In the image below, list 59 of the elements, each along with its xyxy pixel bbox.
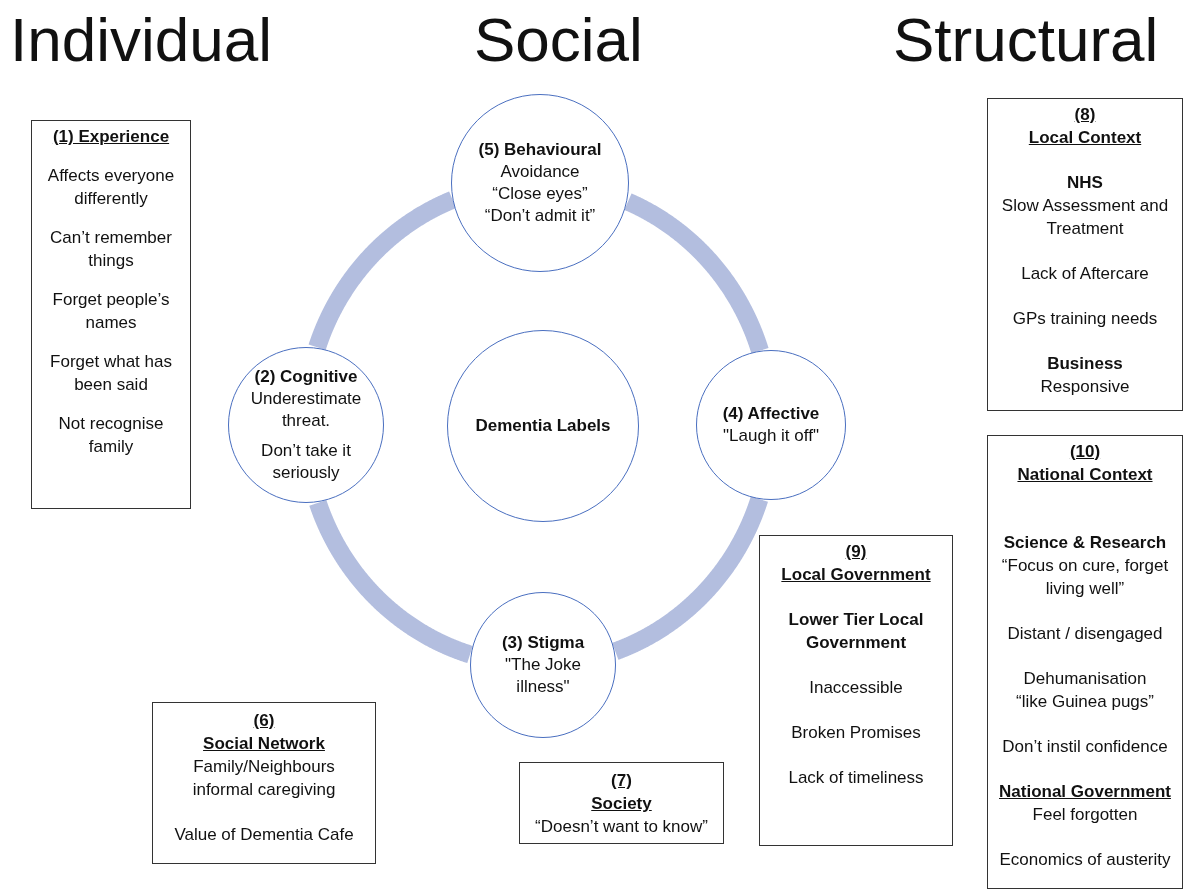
item-text: Don’t instil confidence xyxy=(1002,736,1168,758)
item-text: GPs training needs xyxy=(1012,308,1158,330)
item-text: Dementia Labels xyxy=(475,415,611,437)
text-box xyxy=(152,702,376,864)
item-text: Science & Research xyxy=(1003,532,1167,554)
column-heading: Social xyxy=(474,5,643,75)
heading: Local Government xyxy=(781,564,931,586)
item-text: Value of Dementia Cafe xyxy=(174,824,354,846)
text-box xyxy=(987,98,1183,411)
column-heading: Structural xyxy=(893,5,1159,75)
item-text: Avoidance xyxy=(500,161,580,183)
item-text: "Laugh it off" xyxy=(723,425,819,447)
item-text: Forget people’s names xyxy=(51,289,171,334)
item-text: “Doesn’t want to know” xyxy=(535,816,708,838)
heading: National Context xyxy=(1017,464,1153,486)
item-text: Don’t take it seriously xyxy=(260,440,352,484)
heading: National Government xyxy=(999,781,1171,803)
text-box xyxy=(759,535,953,846)
heading: (6) xyxy=(253,710,275,732)
column-heading: Individual xyxy=(10,5,272,75)
item-text: Can’t remember things xyxy=(49,227,173,272)
item-text: (2) Cognitive xyxy=(254,366,358,388)
item-text: “Don’t admit it” xyxy=(484,205,596,227)
item-text: Feel forgotten xyxy=(1032,804,1138,826)
heading: Social Network xyxy=(203,733,325,755)
item-text: Lack of timeliness xyxy=(788,767,924,789)
heading: (9) xyxy=(845,541,867,563)
item-text: (3) Stigma xyxy=(501,632,585,654)
item-text: (4) Affective xyxy=(722,403,820,425)
item-text: (5) Behavioural xyxy=(478,139,602,161)
item-text: Responsive xyxy=(1040,376,1130,398)
item-text: Underestimate threat. xyxy=(249,388,363,432)
heading: Society xyxy=(591,793,652,815)
text-box xyxy=(987,435,1183,889)
item-text: Forget what has been said xyxy=(49,351,173,396)
item-text: Business xyxy=(1047,353,1123,375)
text-box xyxy=(31,120,191,509)
heading: (8) xyxy=(1074,104,1096,126)
item-text: Distant / disengaged xyxy=(1007,623,1163,645)
item-text: Dehumanisation xyxy=(1023,668,1147,690)
item-text: Affects everyone differently xyxy=(46,165,176,210)
item-text: Family/Neighbours informal caregiving xyxy=(191,756,337,801)
heading: Local Context xyxy=(1028,127,1142,149)
item-text: “Focus on cure, forget living well” xyxy=(1000,555,1170,600)
text-box xyxy=(519,762,724,844)
item-text: NHS xyxy=(1067,172,1103,194)
item-text: Lower Tier Local Government xyxy=(787,609,925,654)
item-text: Slow Assessment and Treatment xyxy=(1000,195,1170,240)
item-text: “Close eyes” xyxy=(492,183,588,205)
item-text: Lack of Aftercare xyxy=(1021,263,1149,285)
item-text: “like Guinea pugs” xyxy=(1016,691,1154,713)
heading: (10) xyxy=(1069,441,1101,463)
item-text: Inaccessible xyxy=(809,677,903,699)
item-text: Not recognise family xyxy=(57,413,165,458)
item-text: Economics of austerity xyxy=(999,849,1171,871)
item-text: Broken Promises xyxy=(791,722,921,744)
heading: (1) Experience xyxy=(52,126,170,148)
heading: (7) xyxy=(611,770,632,792)
item-text: "The Joke illness" xyxy=(504,654,582,698)
